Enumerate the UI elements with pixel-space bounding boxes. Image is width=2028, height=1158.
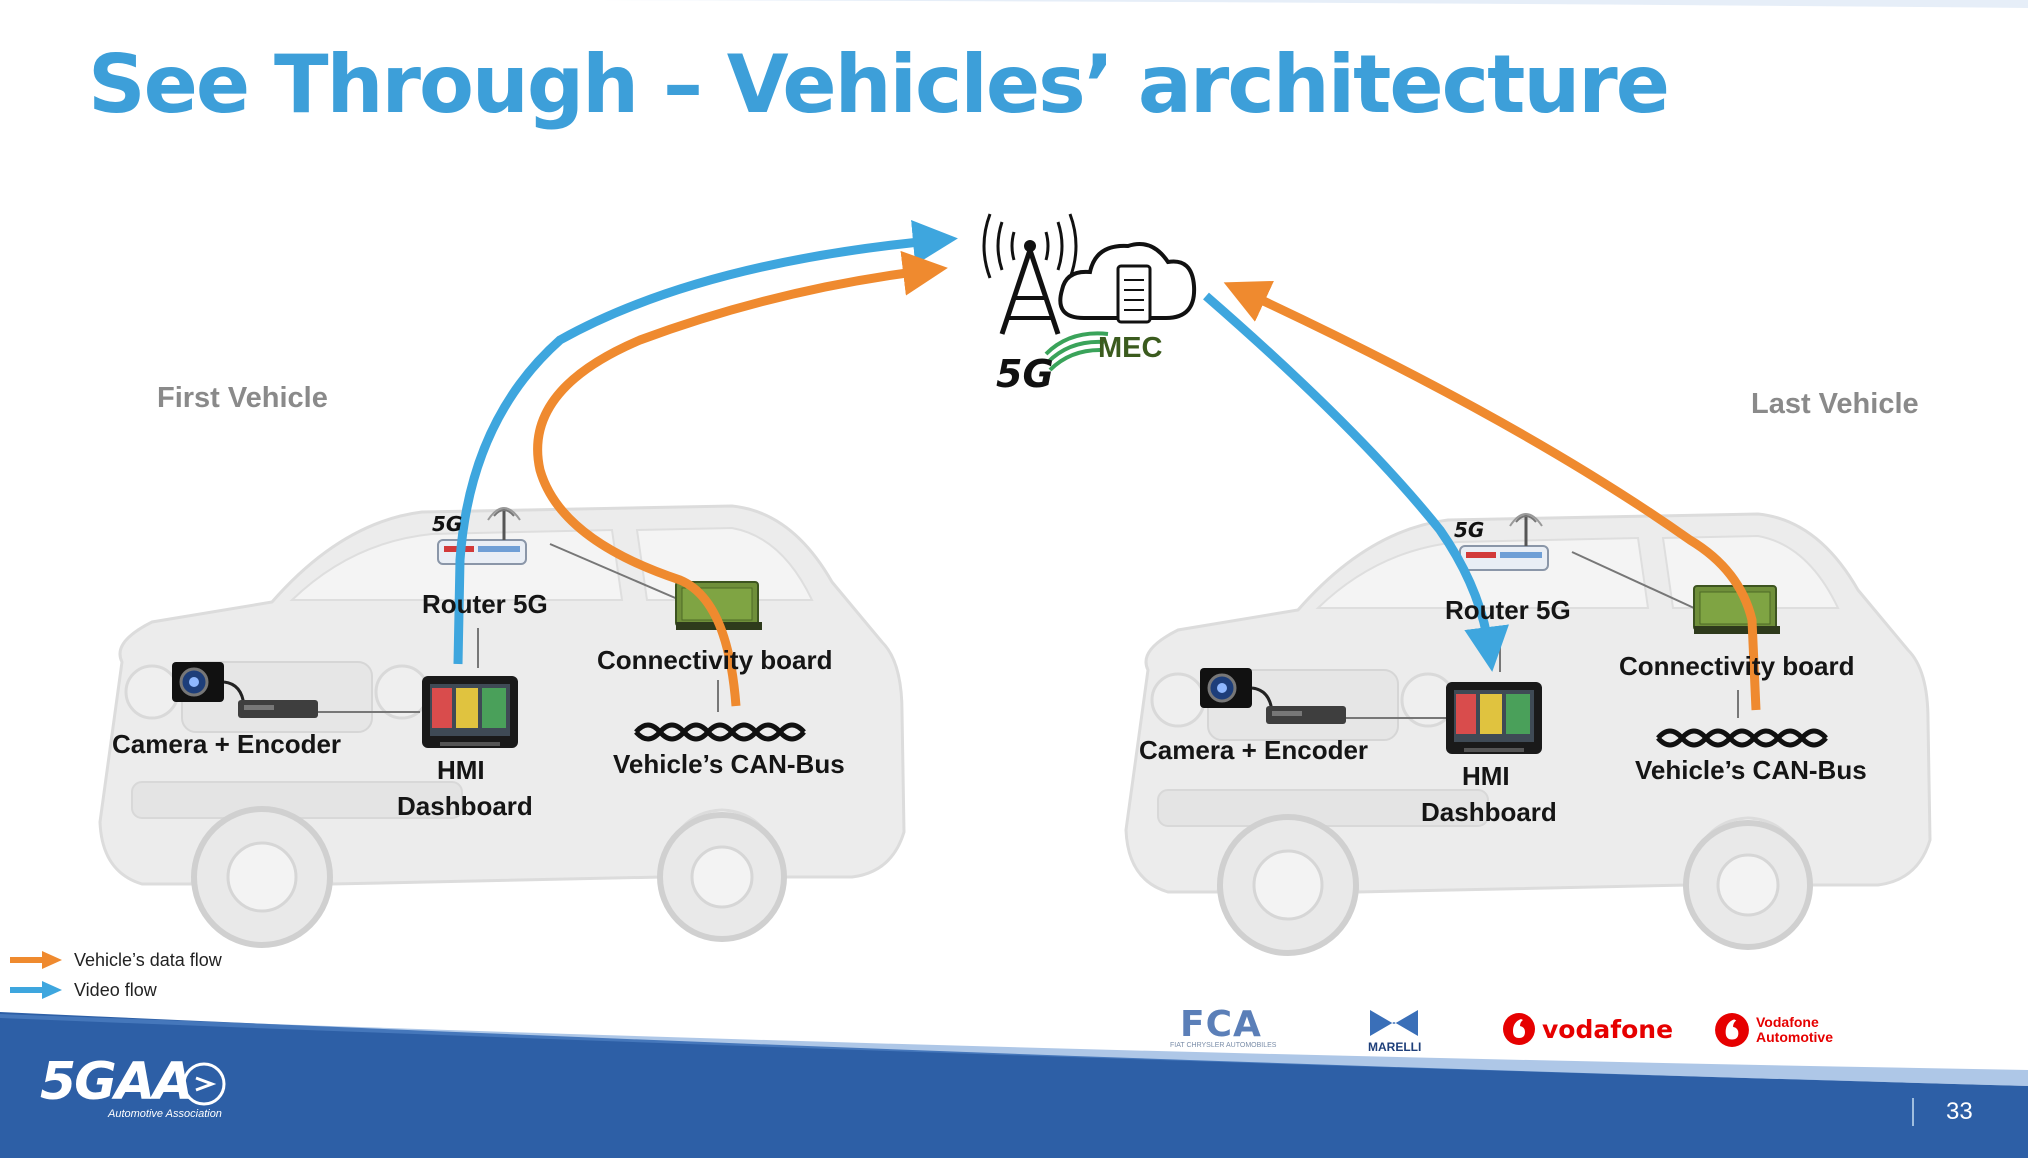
last-vehicle-data-flow-arrow bbox=[1223, 280, 1761, 711]
5g-network-label: 5G bbox=[996, 352, 1054, 396]
first-vehicle-video-flow-arrow bbox=[453, 220, 958, 665]
marelli-logo-icon bbox=[1370, 1010, 1418, 1036]
page-title: See Through – Vehicles’ architecture bbox=[88, 38, 1670, 131]
marelli-logo: MARELLI bbox=[1368, 1040, 1422, 1054]
last-vehicle-canbus-label: Vehicle’s CAN-Bus bbox=[1635, 755, 1867, 785]
last-vehicle-dashboard-label: Dashboard bbox=[1421, 797, 1557, 827]
vodafone-logo-text: vodafone bbox=[1542, 1014, 1674, 1044]
5gaa-logo-icon bbox=[182, 1062, 226, 1106]
last-vehicle-router-label: Router 5G bbox=[1445, 595, 1571, 625]
last-vehicle-camera-label: Camera + Encoder bbox=[1139, 735, 1369, 765]
first-vehicle-router-label: Router 5G bbox=[422, 589, 548, 619]
cell-tower-icon bbox=[982, 213, 1078, 335]
vodafone-automotive-line2: Automotive bbox=[1756, 1029, 1833, 1045]
5gaa-logo: 5GAA Automotive Association bbox=[40, 1052, 222, 1120]
first-vehicle-hmi-dashboard-icon bbox=[422, 676, 518, 748]
last-vehicle-hmi-label: HMI bbox=[1462, 761, 1510, 791]
fca-logo-subtext: FIAT CHRYSLER AUTOMOBILES bbox=[1170, 1042, 1277, 1049]
first-vehicle-connectivity-label: Connectivity board bbox=[597, 645, 833, 675]
5gaa-logo-text: 5GAA bbox=[40, 1052, 193, 1112]
vodafone-logo: vodafone bbox=[1502, 1012, 1673, 1046]
blue-arrow-icon bbox=[10, 981, 62, 999]
footer-band bbox=[0, 1012, 2028, 1158]
first-vehicle-camera-label: Camera + Encoder bbox=[112, 729, 342, 759]
vodafone-automotive-logo: Vodafone Automotive bbox=[1714, 1012, 1833, 1048]
first-vehicle-dashboard-label: Dashboard bbox=[397, 791, 533, 821]
orange-arrow-icon bbox=[10, 951, 62, 969]
vodafone-automotive-line1: Vodafone bbox=[1756, 1014, 1819, 1030]
legend-label-video-flow: Video flow bbox=[74, 979, 157, 1000]
last-vehicle-video-flow-arrow bbox=[1203, 292, 1509, 672]
page-number-divider bbox=[1912, 1098, 1914, 1126]
vodafone-automotive-speechmark-icon bbox=[1715, 1013, 1749, 1047]
5g-waves-icon bbox=[1044, 331, 1109, 372]
first-vehicle-hmi-label: HMI bbox=[437, 755, 485, 785]
last-vehicle-hmi-dashboard-icon bbox=[1446, 682, 1542, 754]
legend-item-video-flow: Video flow bbox=[8, 978, 157, 1002]
first-vehicle-data-flow-arrow bbox=[533, 250, 948, 707]
mec-label: MEC bbox=[1098, 332, 1163, 364]
5gaa-logo-subtext: Automotive Association bbox=[108, 1108, 222, 1120]
last-vehicle-connectivity-label: Connectivity board bbox=[1619, 651, 1855, 681]
last-vehicle-router-badge: 5G bbox=[1454, 518, 1485, 542]
vodafone-speechmark-icon bbox=[1503, 1013, 1535, 1045]
page-number: 33 bbox=[1946, 1098, 1973, 1125]
first-vehicle-canbus-label: Vehicle’s CAN-Bus bbox=[613, 749, 845, 779]
legend-item-data-flow: Vehicle’s data flow bbox=[8, 948, 222, 972]
first-vehicle-label: First Vehicle bbox=[157, 382, 328, 414]
last-vehicle-label: Last Vehicle bbox=[1751, 388, 1919, 420]
last-vehicle-connectivity-board-icon bbox=[1693, 585, 1781, 635]
mec-cloud-server-icon bbox=[1058, 242, 1197, 324]
legend-label-data-flow: Vehicle’s data flow bbox=[74, 949, 222, 970]
first-vehicle-router-badge: 5G bbox=[432, 512, 463, 536]
fca-logo: FCA bbox=[1180, 1004, 1262, 1045]
